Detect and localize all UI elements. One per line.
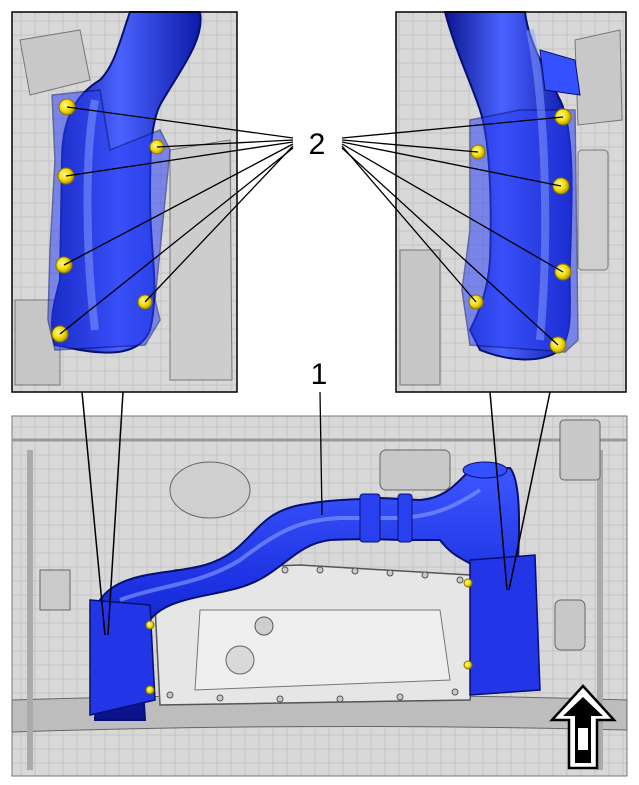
front-arrow-icon: [549, 684, 617, 770]
right-detail-inset: [395, 11, 627, 393]
callout-1-leader: [319, 391, 323, 516]
left-detail-inset: [11, 11, 238, 393]
engine-mount: [169, 461, 251, 519]
drain-plug: [254, 616, 274, 636]
callout-1-label: 1: [311, 358, 328, 391]
right-inset-frame: [395, 11, 627, 393]
main-view: [11, 415, 628, 777]
left-inset-frame: [11, 11, 238, 393]
callout-2-leaders: [59, 106, 564, 346]
callout-2-label: 2: [309, 128, 326, 161]
main-view-bolts: [145, 578, 473, 695]
exhaust-crossover-pipe: [89, 461, 541, 721]
zoom-leader-lines: [81, 391, 551, 636]
